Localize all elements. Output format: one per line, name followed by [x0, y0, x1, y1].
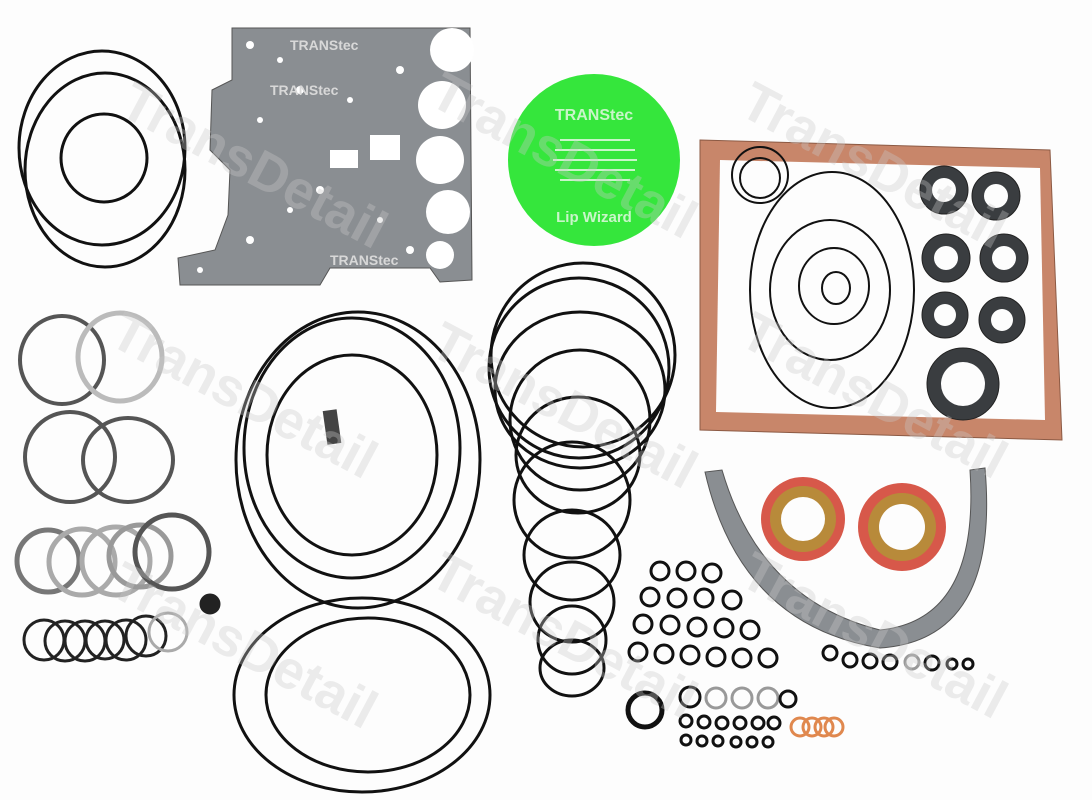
- gasket-logo: TRANStec: [330, 252, 399, 268]
- gasket-logo: TRANStec: [290, 37, 359, 53]
- small-o-rings: [625, 560, 975, 749]
- sealing-rings-left: [14, 310, 221, 663]
- disc-label: Lip Wizard: [556, 209, 632, 226]
- check-ball-spring: [322, 409, 342, 445]
- front-seals: [761, 477, 946, 571]
- lip-wizard-disc: TRANStec Lip Wizard: [508, 74, 680, 246]
- disc-logo: TRANStec: [555, 107, 633, 124]
- valve-body-gasket: TRANStec TRANStec TRANStec: [177, 27, 474, 286]
- oil-pan-gasket: [699, 139, 1063, 441]
- o-ring-stack-center: [487, 261, 677, 698]
- gasket-logo: TRANStec: [270, 82, 339, 98]
- large-o-rings-center: [232, 310, 492, 794]
- copper-washers: [789, 716, 845, 738]
- pump-gasket-arc: [704, 467, 988, 649]
- large-o-rings-top-left: [17, 49, 187, 269]
